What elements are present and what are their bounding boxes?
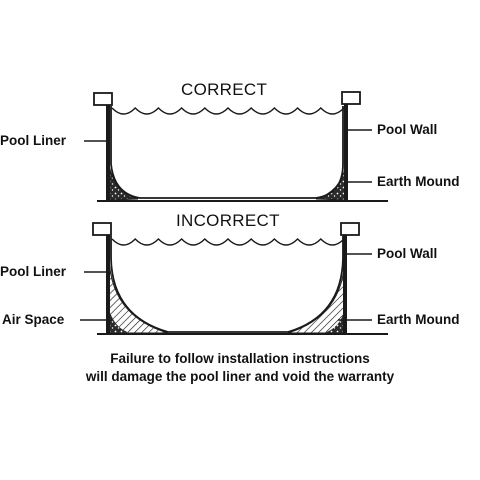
air-space-left bbox=[108, 257, 169, 334]
earth-mound-left bbox=[108, 165, 139, 201]
wall-cap-left bbox=[92, 222, 112, 236]
air-space-right bbox=[287, 257, 346, 334]
water-surface bbox=[111, 237, 345, 246]
warning-caption-line-1: Failure to follow installation instructi… bbox=[110, 351, 370, 366]
pool-liner bbox=[110, 106, 344, 199]
incorrect-title: INCORRECT bbox=[176, 211, 280, 230]
correct-diagram bbox=[84, 91, 388, 202]
wall-cap-right bbox=[341, 91, 361, 105]
warning-caption-line-2: will damage the pool liner and void the … bbox=[85, 369, 395, 384]
pool-wall-right bbox=[344, 104, 348, 201]
incorrect-pool-liner-label: Pool Liner bbox=[0, 264, 67, 279]
correct-pool-wall-label: Pool Wall bbox=[377, 122, 438, 137]
earth-mound-right bbox=[315, 165, 347, 201]
incorrect-earth-mound-label: Earth Mound bbox=[377, 312, 460, 327]
pool-liner bbox=[110, 236, 344, 333]
incorrect-diagram bbox=[80, 222, 388, 335]
earth-mound-right bbox=[324, 309, 345, 333]
earth-mound-left bbox=[109, 309, 130, 333]
pool-wall-left bbox=[106, 234, 110, 334]
correct-earth-mound-label: Earth Mound bbox=[377, 174, 460, 189]
water-surface bbox=[111, 106, 345, 115]
correct-title: CORRECT bbox=[181, 80, 268, 99]
incorrect-air-space-label: Air Space bbox=[2, 312, 65, 327]
pool-wall-left bbox=[106, 104, 110, 201]
incorrect-pool-wall-label: Pool Wall bbox=[377, 246, 438, 261]
pool-wall-right bbox=[343, 234, 347, 334]
correct-pool-liner-label: Pool Liner bbox=[0, 133, 67, 148]
wall-cap-left bbox=[93, 92, 113, 106]
wall-cap-right bbox=[340, 222, 360, 236]
